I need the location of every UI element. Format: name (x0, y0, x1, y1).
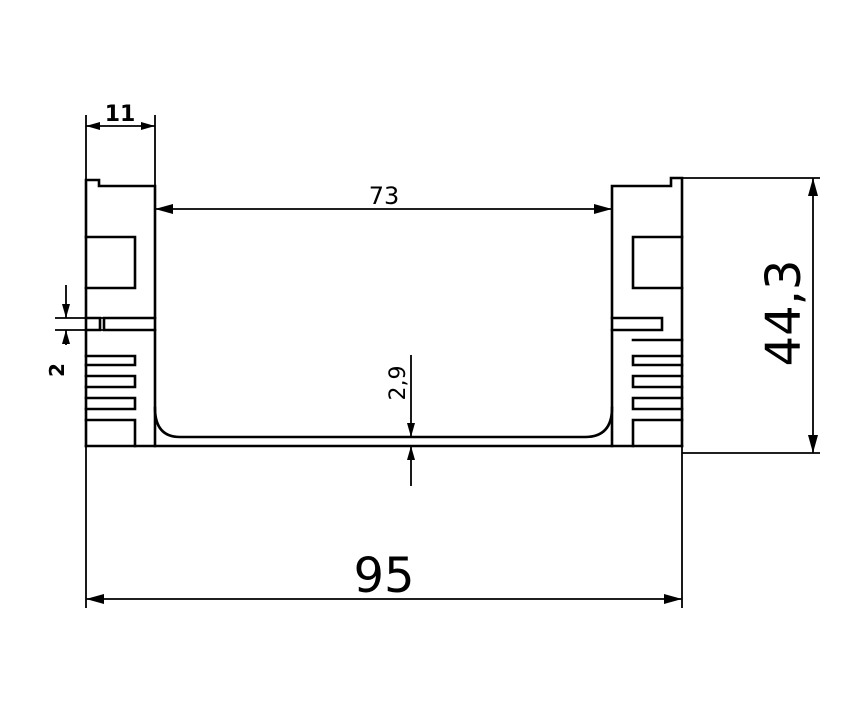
arrow-head (808, 178, 818, 196)
dimension-label-overall-height: 44,3 (756, 260, 812, 367)
arrow-head (86, 122, 100, 130)
arrow-head (62, 304, 70, 318)
arrow-head (594, 204, 612, 214)
arrow-head (664, 594, 682, 604)
dimension-label-inner-width: 73 (369, 182, 400, 210)
arrow-head (62, 330, 70, 344)
dimension-label-slot-gap: 2 (45, 363, 69, 377)
arrow-head (155, 204, 173, 214)
channel-floor (153, 406, 614, 439)
arrow-head (407, 423, 415, 437)
arrow-head (808, 435, 818, 453)
dimension-label-overall-width: 95 (353, 548, 414, 604)
arrow-head (407, 446, 415, 460)
dimension-inner-width: 73 (155, 182, 612, 214)
right-fins-and-slot (610, 235, 684, 448)
arrow-head (141, 122, 155, 130)
dimension-overall-height: 44,3 (682, 177, 820, 454)
dimension-overall-width: 95 (85, 446, 683, 608)
dimension-slot-gap: 2 (45, 285, 104, 377)
dimension-fin-width: 11 (85, 102, 156, 186)
right-wall-outline (610, 176, 684, 448)
left-fins-and-slot (84, 235, 157, 448)
dimension-label-base-thickness: 2,9 (386, 366, 411, 401)
arrow-head (86, 594, 104, 604)
profile-outline (84, 176, 684, 448)
dimension-base-thickness: 2,9 (386, 355, 415, 486)
left-wall-outline (84, 178, 157, 448)
dimension-label-fin-width: 11 (105, 102, 136, 127)
